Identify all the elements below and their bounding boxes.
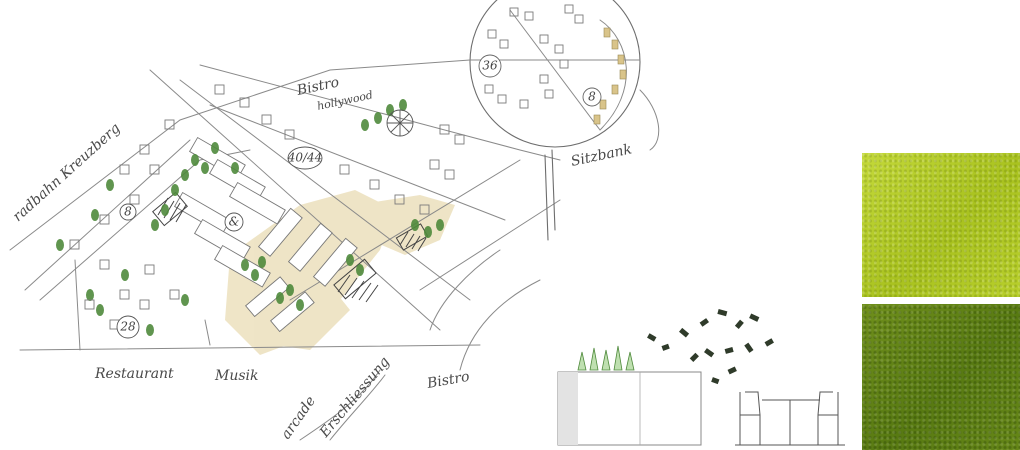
- round-pavilion: 36 8: [469, 0, 660, 151]
- chairs-table-elevation: [735, 391, 845, 446]
- tree-canopy: [647, 309, 774, 385]
- ampersand-mark: &: [224, 212, 244, 232]
- arcade-label: arcade: [278, 393, 319, 442]
- seat-count-circle-small: 8: [582, 87, 602, 107]
- svg-text:40/44: 40/44: [287, 151, 323, 165]
- plaza-wash: [225, 190, 455, 355]
- svg-text:8: 8: [124, 205, 132, 219]
- seat-count-circle: 36: [478, 54, 502, 78]
- bistro-bottom-label: Bistro: [425, 369, 471, 392]
- street-label: radbahn Kreuzberg: [10, 120, 124, 225]
- entry-label: Erschliessung: [316, 354, 393, 441]
- svg-text:&: &: [229, 215, 240, 229]
- parasol: [386, 109, 414, 137]
- dark-green-textile-swatch: [862, 304, 1020, 450]
- restaurant-label: Restaurant: [94, 366, 174, 382]
- svg-text:8: 8: [588, 90, 596, 104]
- music-label: Musik: [214, 368, 259, 384]
- light-green-textile-swatch: [862, 153, 1020, 297]
- seat-count-west: 28: [116, 315, 140, 339]
- sitting-label: Sitzbank: [570, 141, 634, 170]
- street-edges: [9, 59, 561, 441]
- bistro-top-label: Bistro: [295, 74, 341, 99]
- scattered-seating: [69, 84, 465, 330]
- svg-text:28: 28: [119, 320, 136, 334]
- green-shrubs: [56, 99, 444, 336]
- seat-count-small: 8: [119, 203, 137, 221]
- seat-count-plaza: 40/44: [287, 146, 323, 170]
- planter-elevation: [557, 345, 702, 446]
- svg-text:36: 36: [482, 59, 498, 73]
